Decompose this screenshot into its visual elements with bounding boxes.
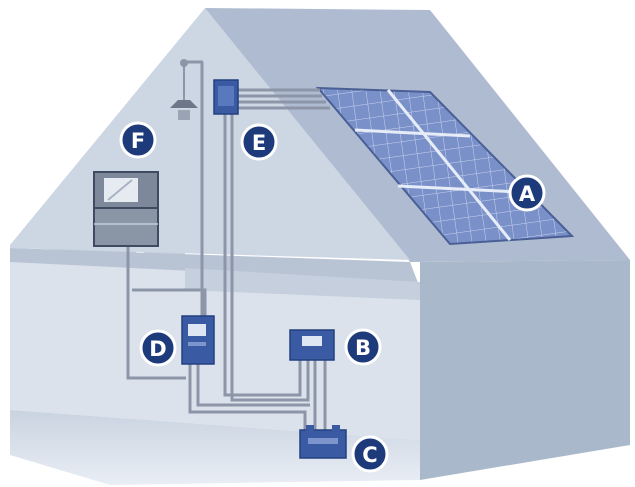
label-f-text: F	[131, 129, 145, 153]
house-right-wall	[420, 260, 630, 480]
label-badge-a: A	[510, 176, 544, 210]
label-e-text: E	[252, 131, 266, 155]
battery	[300, 425, 346, 458]
label-badge-b: B	[346, 330, 380, 364]
label-b-text: B	[355, 336, 371, 360]
label-badge-e: E	[242, 125, 276, 159]
label-badge-d: D	[141, 331, 175, 365]
label-a-text: A	[519, 182, 536, 206]
label-c-text: C	[362, 443, 377, 467]
label-badge-c: C	[353, 437, 387, 471]
television-appliance	[94, 172, 158, 246]
charge-controller	[290, 330, 334, 360]
junction-box	[214, 80, 238, 114]
inverter	[182, 316, 214, 364]
label-d-text: D	[149, 337, 166, 361]
label-badge-f: F	[121, 123, 155, 157]
